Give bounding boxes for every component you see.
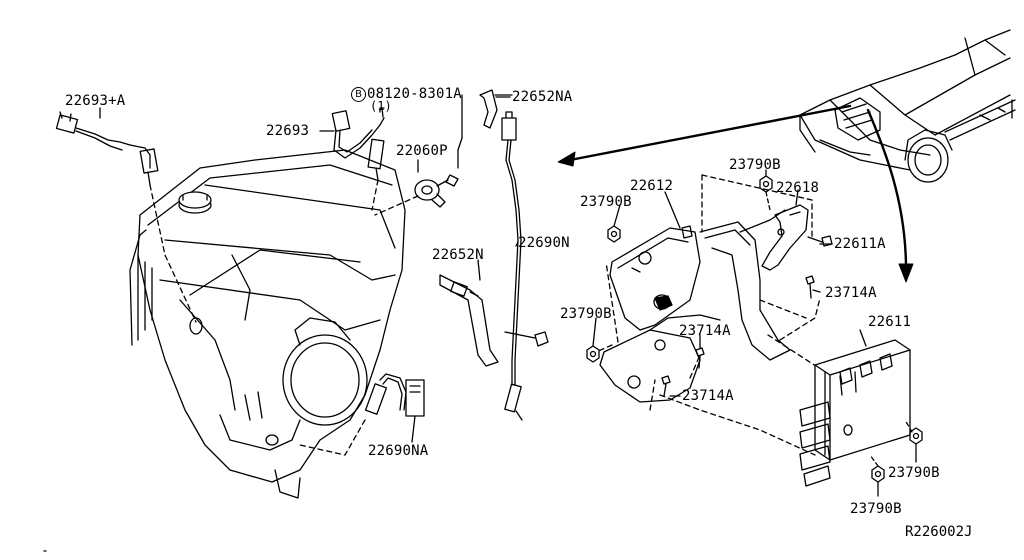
bracket-22652n-drawing <box>439 274 549 367</box>
label-08120-8301a: 08120-8301A <box>367 86 462 102</box>
leader-lines <box>99 96 917 497</box>
sensor-22690n-drawing <box>479 89 523 421</box>
label-22693: 22693 <box>266 123 310 139</box>
diagram-reference-code: R226002J <box>905 524 973 540</box>
label-22690na: 22690NA <box>368 443 429 459</box>
label-23790b-bottom: 23790B <box>850 501 902 517</box>
label-23790b-right: 23790B <box>888 465 940 481</box>
label-22690n: 22690N <box>518 235 570 251</box>
label-23790b-left-lower: 23790B <box>560 306 612 322</box>
label-22060p: 22060P <box>396 143 448 159</box>
label-22652n: 22652N <box>432 247 484 263</box>
label-23714a-mid: 23714A <box>679 323 731 339</box>
label-22612: 22612 <box>630 178 674 194</box>
ecm-22611-drawing <box>799 339 911 487</box>
label-23714a-low: 23714A <box>682 388 734 404</box>
label-22652na: 22652NA <box>512 89 573 105</box>
label-23790b-top: 23790B <box>729 157 781 173</box>
sensor-22693a-drawing <box>55 111 197 323</box>
car-illustration <box>799 29 1016 183</box>
bracket-22618-drawing <box>761 204 833 271</box>
knock-sensor-drawing <box>374 94 463 216</box>
label-22693a: 22693+A <box>65 93 126 109</box>
bracket-22612-drawing <box>595 174 823 456</box>
sensor-22693-drawing <box>331 107 385 211</box>
callout-arrows <box>557 104 914 283</box>
label-quantity: (1) <box>370 99 392 113</box>
bolt-symbol-b: B <box>351 87 366 102</box>
label-22611a: 22611A <box>834 236 886 252</box>
engine-illustration <box>129 149 406 499</box>
label-23790b-left: 23790B <box>580 194 632 210</box>
label-22611: 22611 <box>868 314 912 330</box>
label-22618: 22618 <box>776 180 820 196</box>
label-23714a-right: 23714A <box>825 285 877 301</box>
